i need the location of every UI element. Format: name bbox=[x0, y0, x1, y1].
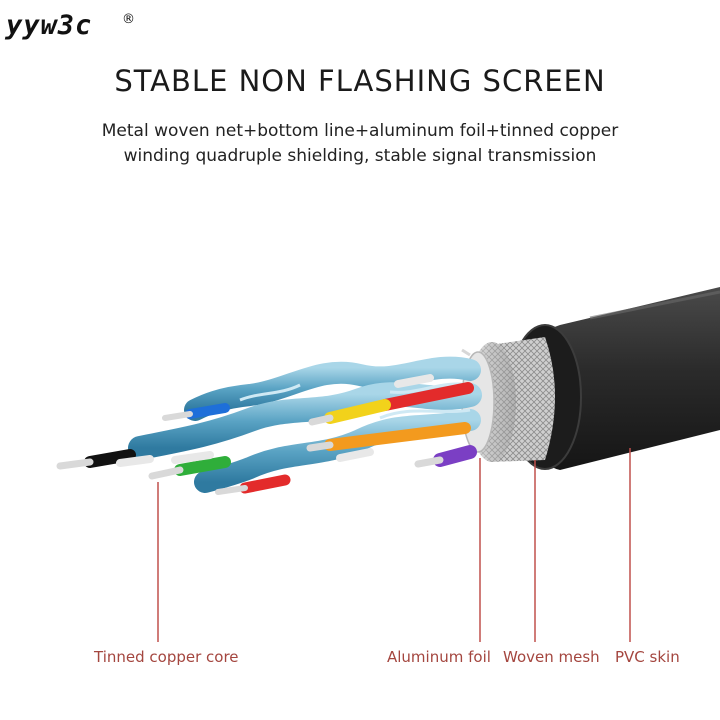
brand-logo: yyw3c bbox=[6, 10, 93, 41]
wire-purple bbox=[414, 445, 477, 468]
label-pvc-skin: PVC skin bbox=[615, 648, 680, 666]
subtitle-line-1: Metal woven net+bottom line+aluminum foi… bbox=[101, 121, 619, 141]
wire-green bbox=[148, 456, 231, 480]
label-woven-mesh: Woven mesh bbox=[503, 648, 600, 666]
leader-lines bbox=[157, 448, 631, 642]
wire-orange bbox=[306, 422, 471, 452]
subtitle-line-2: winding quadruple shielding, stable sign… bbox=[123, 146, 597, 166]
wire-red-2 bbox=[215, 474, 291, 495]
headline: STABLE NON FLASHING SCREEN bbox=[114, 64, 606, 98]
wire-red bbox=[379, 382, 474, 411]
registered-mark: ® bbox=[122, 12, 135, 27]
label-tinned-copper-core: Tinned copper core bbox=[94, 648, 239, 666]
label-aluminum-foil: Aluminum foil bbox=[387, 648, 491, 666]
wire-blue bbox=[162, 403, 230, 421]
wire-black bbox=[56, 449, 136, 470]
wire-white-tips bbox=[116, 374, 434, 467]
wire-yellow bbox=[308, 399, 391, 426]
